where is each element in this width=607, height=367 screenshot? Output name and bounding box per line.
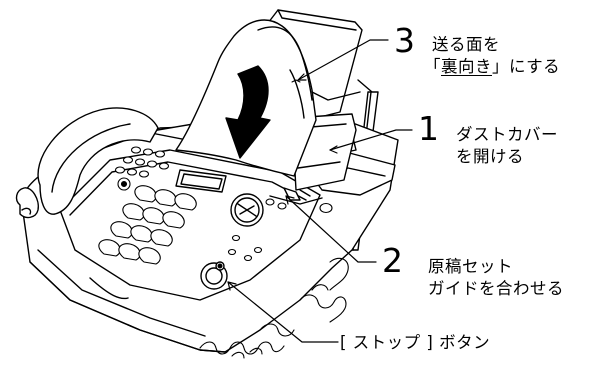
stop-button-label: [ ストップ ] ボタン [340,333,491,352]
callout-1-line1: ダストカバー [456,125,558,144]
callout-3-number: 3 [394,21,415,60]
handset-cord [199,341,285,359]
dial-wheel [230,193,264,227]
callout-3-bracket-close: 」にする [492,57,561,76]
document-guide [269,187,323,205]
callout-3-bracket-open: 「 [424,57,441,76]
lcd-display [175,169,227,193]
stop-button [200,261,228,290]
callout-3-line1: 送る面を [432,35,500,54]
callout-2-number: 2 [382,241,403,280]
dial-keypad [98,185,197,265]
power-cord [259,257,349,337]
insert-arrow-icon [225,65,271,159]
callout-2-line1: 原稿セット [428,257,513,276]
leader-lines [227,39,413,343]
callout-3-line2: 「裏向き」にする [424,56,560,77]
panel-buttons-right [227,198,333,262]
callout-3-underlined-text: 裏向き [441,57,492,76]
callout-1-number: 1 [418,109,439,148]
callout-2-line2: ガイドを合わせる [428,279,564,298]
function-buttons [114,146,170,191]
callout-1-line2: を開ける [456,147,524,166]
handset [15,107,159,219]
